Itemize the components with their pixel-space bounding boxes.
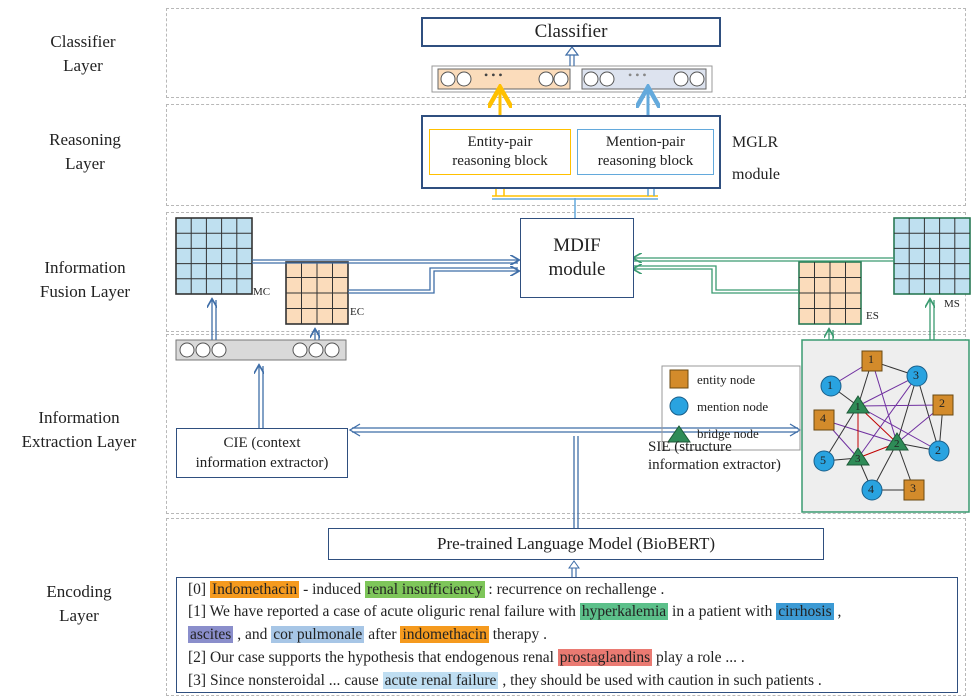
graph-mention-label-1: 1 xyxy=(827,378,833,392)
graph-bridge-label-3: 3 xyxy=(855,453,861,465)
s1-mention-ascites: ascites xyxy=(188,626,234,643)
s1-mention-hyperkalemia: hyperkalemia xyxy=(579,603,669,620)
sentence-1-continued: ascites , and cor pulmonale after indome… xyxy=(188,624,547,646)
s1-suffix: , xyxy=(833,603,842,620)
graph-entity-label-2: 2 xyxy=(939,396,945,410)
s3-prefix: [3] Since nonsteroidal ... cause xyxy=(188,672,383,689)
vector-ellipsis-right: • • • xyxy=(628,68,647,82)
graph-mention-label-3: 3 xyxy=(913,368,919,382)
ms-label: MS xyxy=(944,298,960,310)
text-to-encoder-arrow xyxy=(568,560,580,577)
s0-prefix: [0] xyxy=(188,581,210,598)
sentence-2: [2] Our case supports the hypothesis tha… xyxy=(188,647,745,669)
legend-mention-node: mention node xyxy=(697,399,768,415)
graph-mention-label-2: 2 xyxy=(935,443,941,457)
ms-matrix xyxy=(893,217,971,295)
s0-mention-indomethacin: Indomethacin xyxy=(209,581,300,598)
structure-to-mdif-arrows xyxy=(634,258,894,294)
cie-to-vector-arrow xyxy=(259,366,263,428)
graph-bridge-label-2: 2 xyxy=(894,438,900,450)
legend-mention-text: mention node xyxy=(697,399,769,414)
sie-label: SIE (structure information extractor) xyxy=(648,439,781,473)
encoder-to-extraction-arrow xyxy=(573,436,579,528)
graph-entity-label-4: 4 xyxy=(820,411,826,425)
sentence-0: [0] Indomethacin - induced renal insuffi… xyxy=(188,579,664,601)
s0-mention-renal-insufficiency: renal insufficiency xyxy=(365,581,485,598)
cie-box: CIE (context information extractor) xyxy=(176,428,348,478)
s1-mention-cirrhosis: cirrhosis xyxy=(776,603,834,620)
graph-entity-label-1: 1 xyxy=(868,352,874,366)
s1-mention-cor-pulmonale: cor pulmonale xyxy=(271,626,365,643)
legend-entity-node: entity node xyxy=(697,372,755,388)
cie-vector-to-matrices xyxy=(212,300,319,340)
s0-suffix: : recurrence on rechallenge . xyxy=(484,581,665,598)
graph-entity-label-3: 3 xyxy=(910,481,916,495)
s2-mention-prostaglandins: prostaglandins xyxy=(557,649,653,666)
s1-text: in a patient with xyxy=(668,603,777,620)
mc-label: MC xyxy=(253,286,271,298)
s3-mention-acute-renal-failure: acute renal failure xyxy=(382,672,499,689)
s1b-text: , and xyxy=(233,626,272,643)
reasoning-layer-label: Reasoning Layer xyxy=(49,130,121,173)
sie-entity-nodes xyxy=(813,350,954,501)
s2-suffix: play a role ... . xyxy=(652,649,745,666)
sentence-1: [1] We have reported a case of acute oli… xyxy=(188,601,841,623)
s1b-after: after xyxy=(364,626,401,643)
s2-prefix: [2] Our case supports the hypothesis tha… xyxy=(188,649,558,666)
legend-bridge-node: bridge node xyxy=(697,426,759,442)
encoding-layer-frame xyxy=(166,518,966,696)
extraction-layer-label: Information Extraction Layer xyxy=(21,408,137,451)
es-label: ES xyxy=(866,310,879,322)
fusion-layer-label: Information Fusion Layer xyxy=(39,258,131,301)
classifier-box: Classifier xyxy=(421,17,721,47)
mc-matrix xyxy=(175,217,253,295)
legend-entity-text: entity node xyxy=(697,372,756,387)
sie-bridge-nodes xyxy=(846,395,909,466)
cie-output-vector xyxy=(175,339,347,361)
sentence-3: [3] Since nonsteroidal ... cause acute r… xyxy=(188,670,822,692)
arrow-to-classifier xyxy=(564,46,580,66)
s1-mention-indomethacin: indomethacin xyxy=(400,626,489,643)
graph-mention-label-5: 5 xyxy=(820,453,826,467)
entity-pair-reasoning-block: Entity-pair reasoning block xyxy=(429,129,571,175)
vector-ellipsis-left: • • • xyxy=(484,68,503,82)
encoding-layer-label: Encoding Layer xyxy=(46,582,112,625)
classifier-layer-frame xyxy=(166,8,966,98)
graph-mention-label-4: 4 xyxy=(868,482,874,496)
es-matrix xyxy=(798,261,862,325)
sie-mention-nodes xyxy=(813,365,950,501)
classifier-input-vector xyxy=(431,65,713,93)
mention-pair-reasoning-block: Mention-pair reasoning block xyxy=(577,129,714,175)
mglr-module-label: MGLR module xyxy=(732,134,780,183)
sie-legend-shapes xyxy=(667,369,691,443)
context-to-mdif-arrows xyxy=(252,260,518,294)
classifier-layer-label: Classifier Layer xyxy=(50,32,116,75)
sie-to-matrices-arrows xyxy=(829,300,934,340)
ec-label: EC xyxy=(350,306,365,318)
s1-prefix: [1] We have reported a case of acute oli… xyxy=(188,603,580,620)
legend-bridge-text: bridge node xyxy=(697,426,759,441)
ec-matrix xyxy=(285,261,349,325)
s1b-suffix: therapy . xyxy=(488,626,547,643)
s0-text: - induced xyxy=(299,581,366,598)
graph-bridge-label-1: 1 xyxy=(855,401,861,413)
sie-legend-frame xyxy=(661,365,801,451)
reasoning-layer-frame xyxy=(166,104,966,206)
s3-suffix: , they should be used with caution in su… xyxy=(498,672,822,689)
mdif-module-box: MDIF module xyxy=(520,218,634,298)
biobert-box: Pre-trained Language Model (BioBERT) xyxy=(328,528,824,560)
